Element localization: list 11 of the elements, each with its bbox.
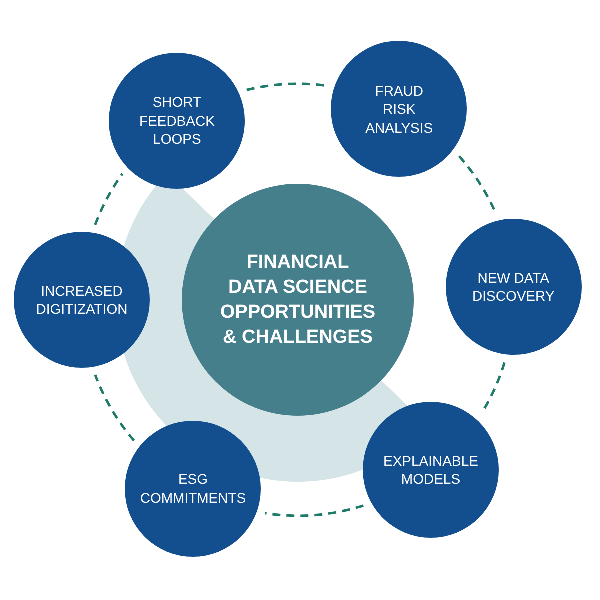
circle-label: INCREASED DIGITIZATION	[35, 282, 129, 318]
circle-label: SHORT FEEDBACK LOOPS	[138, 93, 216, 149]
circle-label: EXPLAINABLE MODELS	[382, 452, 480, 489]
dashed-connector	[94, 173, 124, 226]
dashed-connector	[246, 82, 327, 92]
circle-label: NEW DATA DISCOVERY	[472, 268, 556, 306]
circle-label: ESG COMMITMENTS	[139, 470, 248, 508]
circle-label: FRAUD RISK ANALYSIS	[364, 82, 434, 137]
dashed-connector	[94, 374, 136, 442]
dashed-connector	[265, 504, 364, 518]
circle-label: FINANCIAL DATA SCIENCE OPPORTUNITIES & CHALLENGES	[219, 250, 377, 350]
